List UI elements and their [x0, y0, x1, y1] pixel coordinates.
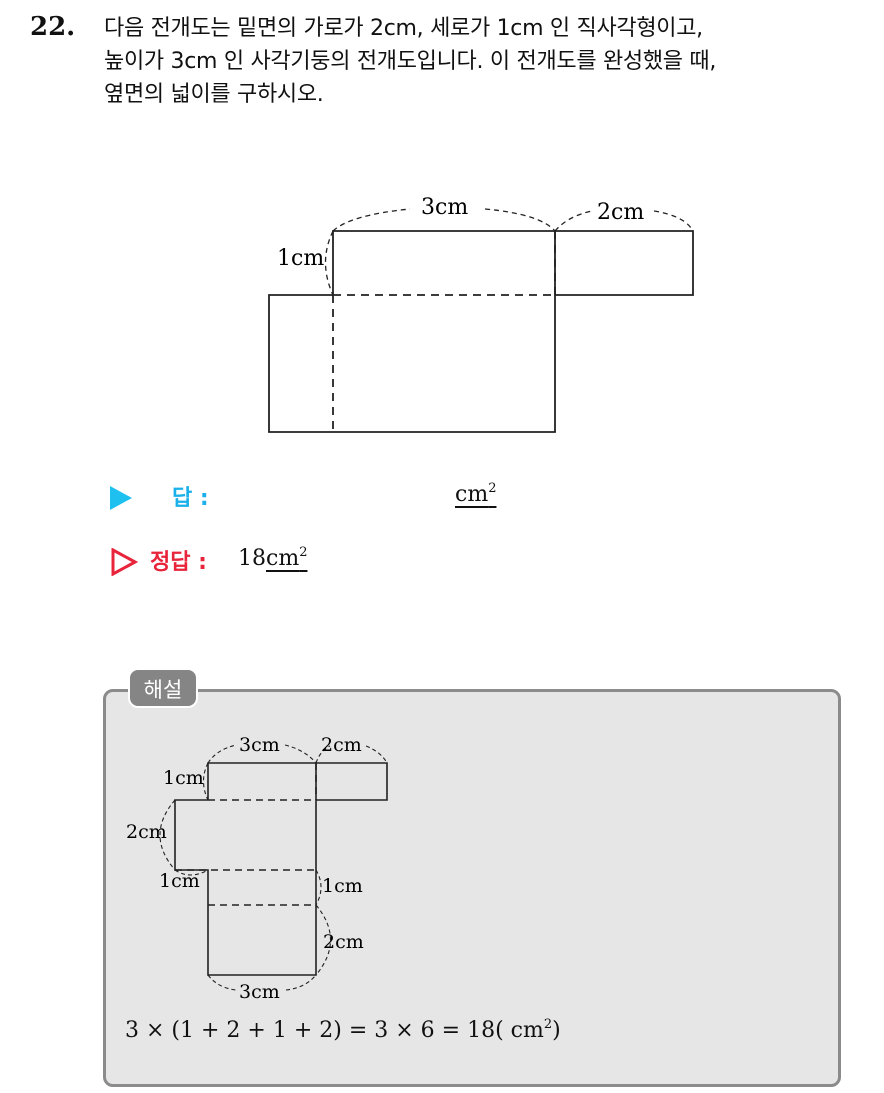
label-3cm: 3cm: [421, 195, 468, 220]
explanation-formula: 3 × (1 + 2 + 1 + 2) = 3 × 6 = 18( cm2): [125, 1017, 561, 1043]
exp-arc-left-1cm: [202, 762, 209, 801]
dim-arc-2cm: [554, 210, 694, 232]
exp-label-left-1cm-b: 1cm: [159, 870, 200, 892]
exp-label-right-1cm: 1cm: [322, 875, 363, 897]
answer-row: 답 : cm2: [110, 478, 610, 518]
exp-arc-right-2cm: [315, 904, 332, 976]
exp-label-left-1cm: 1cm: [163, 767, 204, 789]
exp-label-top-3cm: 3cm: [239, 734, 280, 756]
exp-top-left-rect: [207, 762, 317, 800]
play-triangle-icon: [110, 486, 132, 510]
question-text: 다음 전개도는 밑면의 가로가 2cm, 세로가 1cm 인 직사각형이고, 높…: [104, 12, 874, 111]
explanation-box: [103, 689, 841, 1087]
correct-answer-label: 정답 :: [150, 550, 207, 575]
exp-top-right-rect: [316, 762, 388, 801]
question-line-1: 다음 전개도는 밑면의 가로가 2cm, 세로가 1cm 인 직사각형이고,: [104, 16, 703, 41]
exp-label-bottom-3cm: 3cm: [239, 981, 280, 1003]
label-2cm: 2cm: [597, 200, 644, 225]
dim-arc-3cm: [332, 208, 556, 232]
answer-unit: cm2: [455, 481, 497, 507]
exp-label-right-2cm: 2cm: [323, 931, 364, 953]
explanation-tab: 해설: [128, 668, 198, 708]
question-number: 22.: [30, 12, 76, 42]
net-top-right-rect: [555, 230, 694, 296]
exp-arc-left-2cm: [159, 799, 176, 871]
exp-label-top-2cm: 2cm: [321, 734, 362, 756]
correct-answer-value: 18cm2: [238, 545, 308, 571]
label-1cm: 1cm: [277, 246, 324, 271]
exp-arc-top-3cm: [207, 744, 317, 764]
exp-arc-bottom-3cm: [207, 974, 317, 991]
answer-label: 답 :: [172, 486, 209, 511]
exp-label-left-2cm: 2cm: [126, 821, 167, 843]
outline-triangle-icon: [111, 548, 138, 576]
exp-arc-right-1cm: [315, 869, 322, 906]
exp-arc-top-2cm: [315, 745, 388, 764]
exp-arc-left-1cm-b: [174, 869, 209, 876]
correct-answer-row: 정답 : 18cm2: [110, 542, 510, 582]
question-line-2: 높이가 3cm 인 사각기둥의 전개도입니다. 이 전개도를 완성했을 때,: [104, 49, 717, 74]
question-line-3: 옆면의 넓이를 구하시오.: [104, 82, 324, 107]
net-diagram: 3cm 2cm 1cm: [268, 195, 694, 433]
net-bottom-rect: [268, 294, 556, 433]
